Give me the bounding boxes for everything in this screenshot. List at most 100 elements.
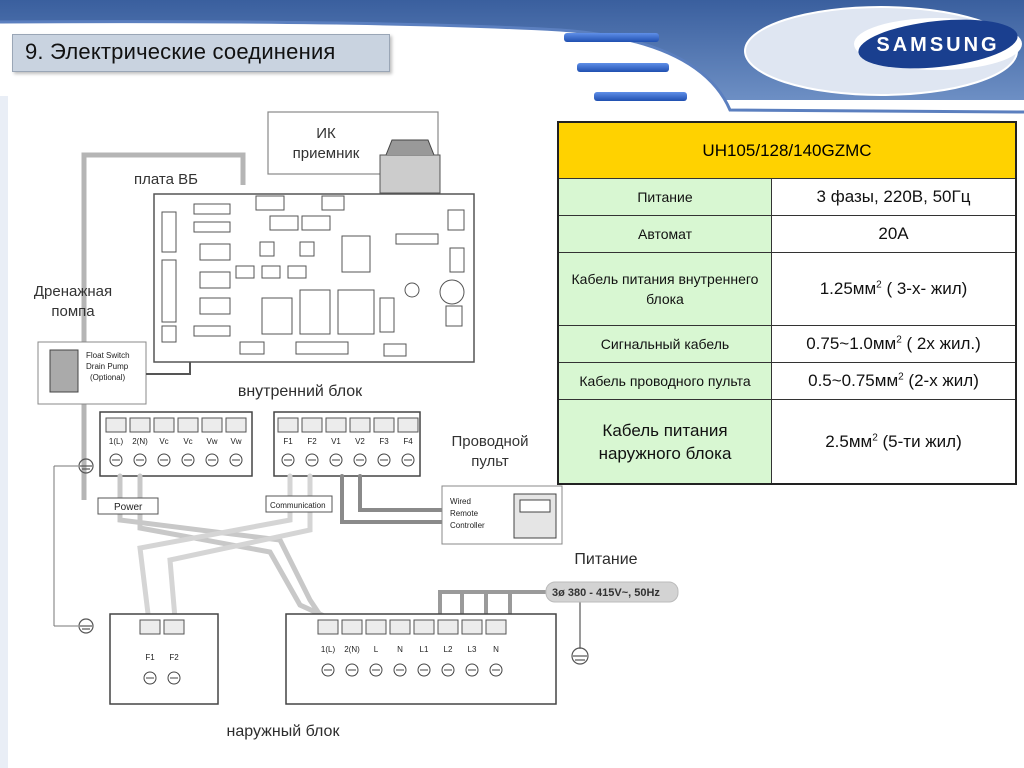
terminal-cell <box>301 417 323 433</box>
board-label: плата ВБ <box>134 171 198 188</box>
terminal-cell <box>163 619 185 635</box>
terminal-cell <box>413 619 435 635</box>
terminal-cell <box>225 417 247 433</box>
terminal-label: F2 <box>307 437 317 446</box>
pump-cable <box>146 362 191 375</box>
terminal-cell <box>389 619 411 635</box>
spec-row: Кабель питания наружного блока 2.5мм2 (5… <box>557 399 1017 485</box>
spec-row: Питание 3 фазы, 220В, 50Гц <box>557 177 1017 217</box>
wiring-diagram: Float Switch Drain Pump (Optional) 1(L) 2… <box>37 111 679 705</box>
spec-label: Автомат <box>557 215 772 254</box>
terminal-cell <box>365 619 387 635</box>
spec-row: Сигнальный кабель 0.75~1.0мм2 ( 2х жил.) <box>557 324 1017 364</box>
sensor-cable <box>81 152 246 500</box>
spec-value-cell: 2.5мм2 (5-ти жил) <box>771 399 1017 485</box>
spec-value: 1.25мм <box>819 279 877 299</box>
terminal-label: L3 <box>468 645 477 654</box>
spec-value-cell: 0.75~1.0мм2 ( 2х жил.) <box>771 324 1017 364</box>
drain-pump-label: Дренажная помпа <box>33 283 113 320</box>
terminal-cell <box>201 417 223 433</box>
spec-header-row: UH105/128/140GZMC <box>557 121 1017 179</box>
spec-table: UH105/128/140GZMC Питание 3 фазы, 220В, … <box>557 121 1017 485</box>
terminal-label: 1(L) <box>109 437 124 446</box>
decor-bar-3 <box>594 92 687 101</box>
comm-tag-label: Communication <box>270 501 326 510</box>
terminal-cell <box>139 619 161 635</box>
terminal-cell <box>373 417 395 433</box>
terminal-label: Vc <box>183 437 192 446</box>
terminal-cell <box>177 417 199 433</box>
ground-symbol-supply <box>571 647 589 665</box>
spec-value: 0.5~0.75мм <box>808 371 899 391</box>
terminal-label: V1 <box>331 437 341 446</box>
wired-remote-en-1: Wired <box>450 497 471 506</box>
decor-bar-1 <box>564 33 659 42</box>
spec-value-sup: 2 <box>872 432 878 444</box>
spec-label: Кабель проводного пульта <box>557 362 772 401</box>
terminal-label: F4 <box>403 437 413 446</box>
outdoor-unit-label: наружный блок <box>226 723 340 740</box>
terminal-label: F3 <box>379 437 389 446</box>
terminal-cell <box>397 417 419 433</box>
terminal-label: L2 <box>444 645 453 654</box>
slide-title: 9. Электрические соединения <box>25 39 336 64</box>
float-switch-line-1: Float Switch <box>86 351 130 360</box>
ground-symbol-outdoor <box>78 618 94 634</box>
power-tag-label: Power <box>114 502 143 513</box>
terminal-label: F2 <box>169 653 179 662</box>
terminal-label: 2(N) <box>132 437 148 446</box>
comm-tag <box>265 495 333 513</box>
terminal-label: L1 <box>420 645 429 654</box>
model-name: UH105/128/140GZMC <box>557 121 1017 179</box>
terminal-cell <box>485 619 507 635</box>
spec-value-suffix: (5-ти жил) <box>877 431 962 451</box>
terminal-cell <box>349 417 371 433</box>
terminal-cell <box>437 619 459 635</box>
spec-label: Кабель питания внутреннего блока <box>557 252 772 326</box>
terminal-label: L <box>374 645 379 654</box>
terminal-cell <box>277 417 299 433</box>
terminal-label: Vc <box>159 437 168 446</box>
terminal-cell <box>105 417 127 433</box>
terminal-cell <box>341 619 363 635</box>
float-switch-line-2: Drain Pump <box>86 362 129 371</box>
terminal-label: N <box>397 645 403 654</box>
terminal-label: 1(L) <box>321 645 336 654</box>
terminal-cell <box>317 619 339 635</box>
slide-title-box: 9. Электрические соединения <box>12 34 390 72</box>
remote-cable-2 <box>358 474 444 512</box>
spec-value-cell: 1.25мм2 ( 3-х- жил) <box>771 252 1017 326</box>
ir-receiver-label: ИК приемник <box>292 125 360 162</box>
terminal-cell <box>129 417 151 433</box>
wired-remote-en-3: Controller <box>450 521 485 530</box>
samsung-logo: SAMSUNG <box>744 6 1022 96</box>
terminal-label: Vw <box>206 437 217 446</box>
supply-spec-label: 3ø 380 - 415V~, 50Hz <box>552 587 660 599</box>
terminal-label: N <box>493 645 499 654</box>
terminal-label: F1 <box>145 653 155 662</box>
power-tag <box>97 497 159 515</box>
spec-label: Кабель питания наружного блока <box>557 399 772 485</box>
spec-value-sup: 2 <box>898 371 904 383</box>
indoor-unit-label: внутренний блок <box>237 383 363 400</box>
spec-value-sup: 2 <box>876 279 882 291</box>
spec-value: 3 фазы, 220В, 50Гц <box>771 177 1017 217</box>
ground-symbol-indoor <box>78 458 94 474</box>
spec-label: Питание <box>557 177 772 217</box>
power-supply-label: Питание <box>574 551 638 568</box>
float-switch-line-3: (Optional) <box>90 373 125 382</box>
brand-text: SAMSUNG <box>876 34 999 56</box>
wired-remote-label: Проводной пульт <box>451 433 529 470</box>
spec-value-sup: 2 <box>896 334 902 346</box>
spec-row: Кабель проводного пульта 0.5~0.75мм2 (2-… <box>557 362 1017 401</box>
wired-remote-en-2: Remote <box>450 509 479 518</box>
terminal-cell <box>461 619 483 635</box>
terminal-label: Vw <box>230 437 241 446</box>
decor-bar-2 <box>577 63 669 72</box>
supply-spec-tag <box>545 581 679 603</box>
terminal-cell <box>153 417 175 433</box>
terminal-label: V2 <box>355 437 365 446</box>
ir-connector <box>379 154 441 194</box>
spec-value: 0.75~1.0мм <box>806 334 897 354</box>
spec-value: 20А <box>771 215 1017 254</box>
